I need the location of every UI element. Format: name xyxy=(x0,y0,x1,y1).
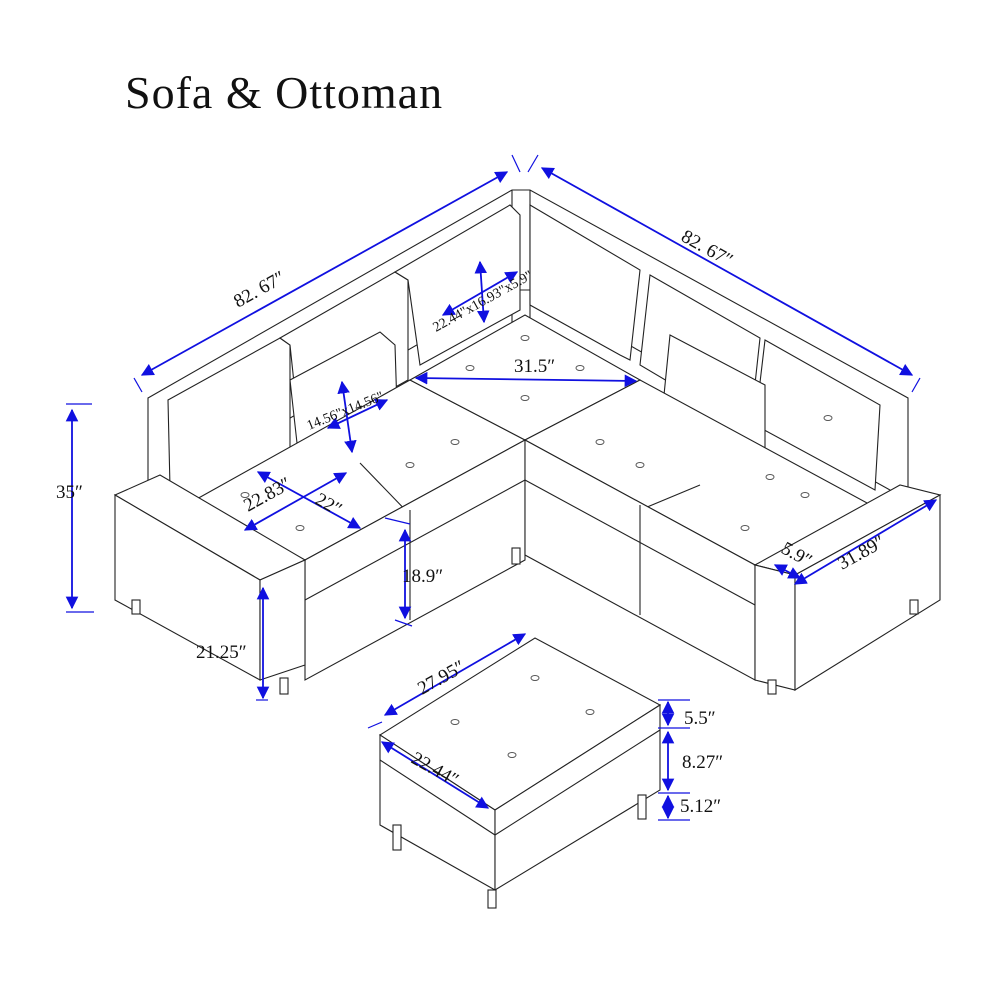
label-arm-height: 21.25″ xyxy=(196,642,247,663)
label-corner-seat: 31.5″ xyxy=(514,356,555,377)
page-title: Sofa & Ottoman xyxy=(125,67,444,118)
arm-left xyxy=(113,474,307,681)
dimension-lines xyxy=(65,154,938,821)
label-total-height: 35″ xyxy=(56,482,83,503)
seat-cushions xyxy=(193,314,882,681)
label-seat-height: 18.9″ xyxy=(402,566,443,587)
label-right-length: 82. 67″ xyxy=(678,226,737,271)
sofa-legs xyxy=(131,547,919,695)
label-ottoman-body: 8.27″ xyxy=(682,752,723,773)
label-ottoman-leg: 5.12″ xyxy=(680,796,721,817)
label-ottoman-top: 5.5″ xyxy=(684,708,716,729)
label-left-length: 82. 67″ xyxy=(230,267,289,312)
